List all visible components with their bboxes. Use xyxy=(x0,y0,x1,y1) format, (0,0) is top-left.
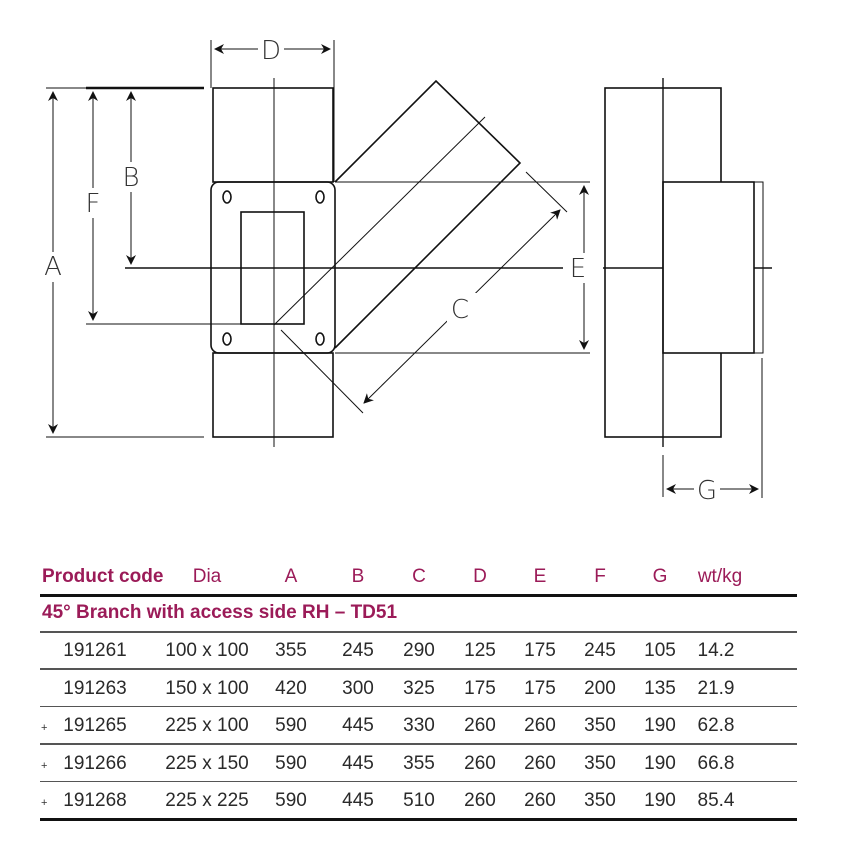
cell-e: 260 xyxy=(524,715,556,736)
cell-f: 350 xyxy=(584,790,616,811)
cell-b: 445 xyxy=(342,715,374,736)
divider xyxy=(40,780,797,782)
cell-e: 175 xyxy=(524,677,556,699)
main-duct-bottom xyxy=(212,352,334,438)
cell-dia: 225 x 150 xyxy=(165,752,249,774)
divider xyxy=(40,743,797,745)
cell-wt: 14.2 xyxy=(697,640,735,661)
cell-g: 190 xyxy=(644,790,676,811)
cell-a: 355 xyxy=(275,640,307,661)
cell-g: 190 xyxy=(644,752,676,774)
cell-d: 175 xyxy=(464,677,496,699)
cell-b: 300 xyxy=(342,677,374,699)
cell-f: 200 xyxy=(584,677,616,699)
header-g: G xyxy=(652,566,668,587)
header-a: A xyxy=(284,566,298,587)
header-dia: Dia xyxy=(192,566,222,587)
cell-f: 245 xyxy=(584,640,616,661)
cell-d: 260 xyxy=(464,715,496,736)
cell-code: 191261 xyxy=(63,640,127,661)
header-product-code: Product code xyxy=(42,566,164,587)
branch-diagram: A F B D E C G xyxy=(44,36,772,506)
cell-dia: 100 x 100 xyxy=(165,640,249,661)
cell-e: 175 xyxy=(524,640,556,661)
cell-d: 260 xyxy=(464,752,496,774)
cell-b: 445 xyxy=(342,752,374,774)
cell-a: 590 xyxy=(275,790,307,811)
cell-dia: 225 x 100 xyxy=(165,715,249,736)
cell-c: 325 xyxy=(403,677,435,699)
cell-a: 420 xyxy=(275,677,307,699)
header-c: C xyxy=(412,566,426,587)
cell-wt: 21.9 xyxy=(697,677,735,699)
cell-e: 260 xyxy=(524,752,556,774)
cell-code: 191263 xyxy=(63,677,127,699)
cell-a: 590 xyxy=(275,752,307,774)
cell-wt: 62.8 xyxy=(697,715,735,736)
cell-code: 191268 xyxy=(63,790,127,811)
divider xyxy=(40,705,797,707)
cell-g: 190 xyxy=(644,715,676,736)
cell-c: 330 xyxy=(403,715,435,736)
cell-wt: 85.4 xyxy=(697,790,735,811)
row-mark: + xyxy=(41,759,48,772)
divider xyxy=(40,594,797,597)
cell-code: 191266 xyxy=(63,752,127,774)
cell-e: 260 xyxy=(524,790,556,811)
divider xyxy=(40,668,797,670)
cell-code: 191265 xyxy=(63,715,127,736)
dim-label-e: E xyxy=(570,254,586,284)
cell-f: 350 xyxy=(584,752,616,774)
cell-b: 445 xyxy=(342,790,374,811)
divider xyxy=(40,631,797,633)
cell-g: 135 xyxy=(644,677,676,699)
header-f: F xyxy=(594,566,606,587)
side-view-branch xyxy=(662,181,755,354)
cell-c: 290 xyxy=(403,640,435,661)
cell-d: 125 xyxy=(464,640,496,661)
cell-wt: 66.8 xyxy=(697,752,735,774)
section-title: 45° Branch with access side RH – TD51 xyxy=(42,602,398,623)
dim-label-a: A xyxy=(44,252,62,282)
row-mark: + xyxy=(41,797,48,809)
header-b: B xyxy=(351,566,365,587)
cell-dia: 150 x 100 xyxy=(165,677,249,699)
cell-c: 355 xyxy=(403,752,435,774)
dim-label-g: G xyxy=(697,476,717,506)
dim-label-c: C xyxy=(451,295,469,325)
row-mark: + xyxy=(41,722,48,734)
divider xyxy=(40,818,797,821)
cell-f: 350 xyxy=(584,715,616,736)
dim-label-d: D xyxy=(261,36,281,66)
main-duct-top xyxy=(212,87,334,183)
cell-d: 260 xyxy=(464,790,496,811)
cell-a: 590 xyxy=(275,715,307,736)
cell-c: 510 xyxy=(403,790,435,811)
header-weight: wt/kg xyxy=(697,566,743,587)
dim-label-f: F xyxy=(86,189,101,219)
cell-dia: 225 x 225 xyxy=(165,790,249,811)
header-e: E xyxy=(533,566,547,587)
cell-g: 105 xyxy=(644,640,676,661)
header-d: D xyxy=(473,566,487,587)
dim-label-b: B xyxy=(122,163,139,193)
branch-outline xyxy=(334,79,522,349)
cell-b: 245 xyxy=(342,640,374,661)
